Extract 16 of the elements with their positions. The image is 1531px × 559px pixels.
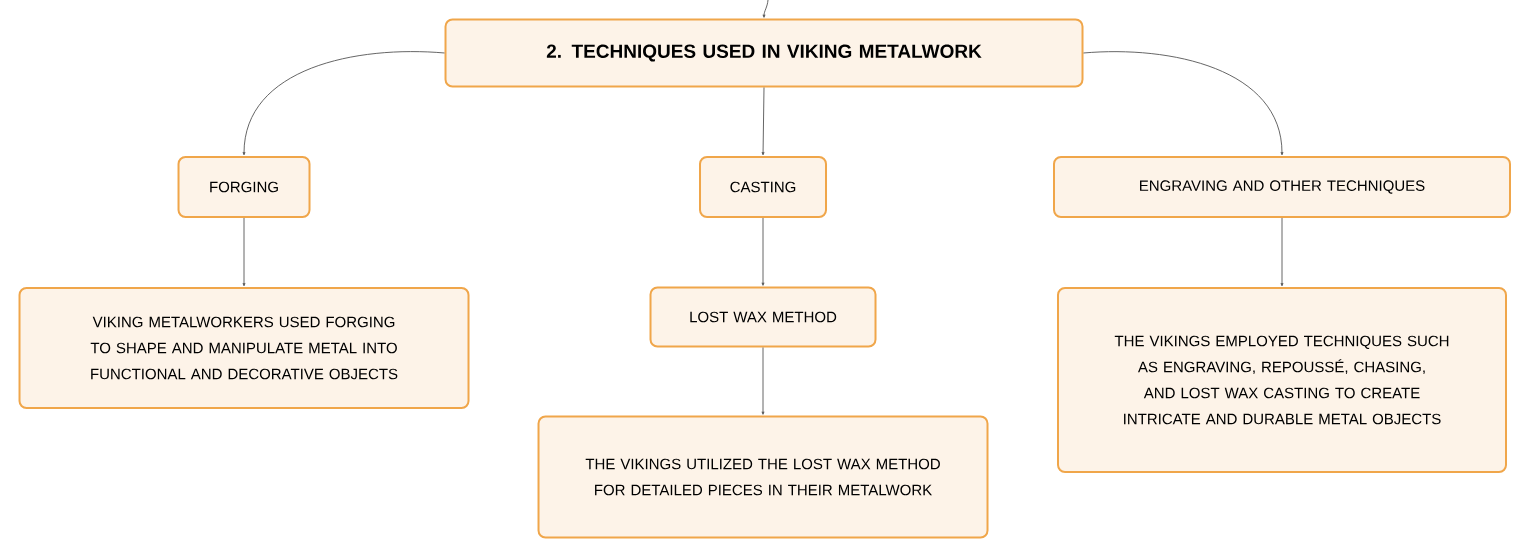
topic-box: THE VIKINGS UTILIZED THE LOST WAX METHOD FOR DETAILED PIECES IN THEIR METALWORK [537, 415, 989, 539]
topic-box: FORGING [177, 156, 311, 218]
arrow [762, 0, 769, 18]
arrow [761, 217, 765, 286]
title-box: 2. TECHNIQUES USED IN VIKING METALWORK [444, 18, 1084, 88]
topic-box: LOST WAX METHOD [649, 286, 877, 348]
arrow [761, 87, 765, 156]
arrow [761, 347, 765, 415]
topic-box: THE VIKINGS EMPLOYED TECHNIQUES SUCH AS ENGRAVING, REPOUSSÉ, CHASING, AND LOST WAX CASTING TO CREATE INTRICATE AND DURABLE METAL OBJECTS [1057, 287, 1507, 473]
arrow [242, 51, 445, 156]
topic-box: VIKING METALWORKERS USED FORGING TO SHAPE AND MANIPULATE METAL INTO FUNCTIONAL AND DECORATIVE OBJECTS [18, 287, 470, 409]
arrow [242, 217, 246, 287]
arrow [1280, 217, 1284, 287]
arrow [1083, 51, 1284, 156]
topic-box: CASTING [699, 156, 827, 218]
topic-box: ENGRAVING AND OTHER TECHNIQUES [1053, 156, 1511, 218]
